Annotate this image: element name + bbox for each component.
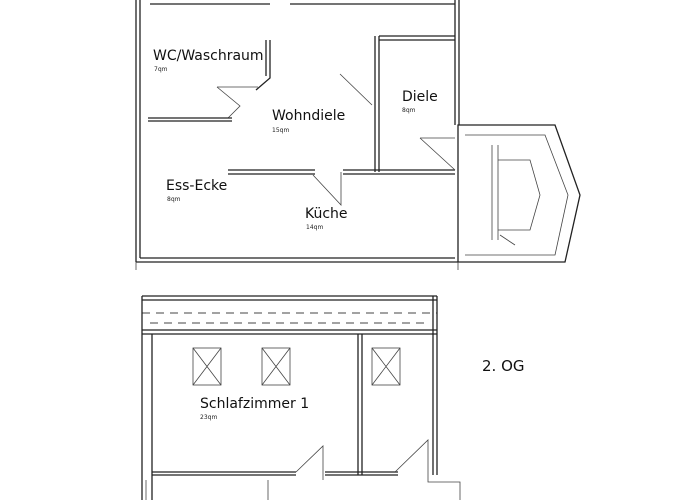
room-area-wohndiele: 15qm bbox=[272, 127, 290, 134]
room-area-schlafzimmer-1: 23qm bbox=[200, 414, 218, 421]
upper-floor-walls bbox=[135, 0, 581, 270]
room-label-diele: Diele bbox=[402, 89, 438, 105]
room-label-ess-ecke: Ess-Ecke bbox=[166, 178, 228, 194]
room-area-ess-ecke: 8qm bbox=[167, 196, 181, 203]
room-area-kueche: 14qm bbox=[306, 224, 324, 231]
room-area-diele: 8qm bbox=[402, 107, 416, 114]
room-label-schlafzimmer-1: Schlafzimmer 1 bbox=[200, 396, 310, 412]
skylight-window-2 bbox=[261, 347, 291, 386]
lower-floor-walls bbox=[141, 295, 461, 500]
room-label-wohndiele: Wohndiele bbox=[272, 108, 346, 124]
skylight-window-3 bbox=[371, 347, 401, 386]
room-label-kueche: Küche bbox=[305, 206, 348, 222]
skylight-window-1 bbox=[192, 347, 222, 386]
room-label-wc: WC/Waschraum bbox=[153, 48, 264, 64]
floor-label: 2. OG bbox=[482, 357, 525, 375]
room-area-wc: 7qm bbox=[154, 66, 168, 73]
